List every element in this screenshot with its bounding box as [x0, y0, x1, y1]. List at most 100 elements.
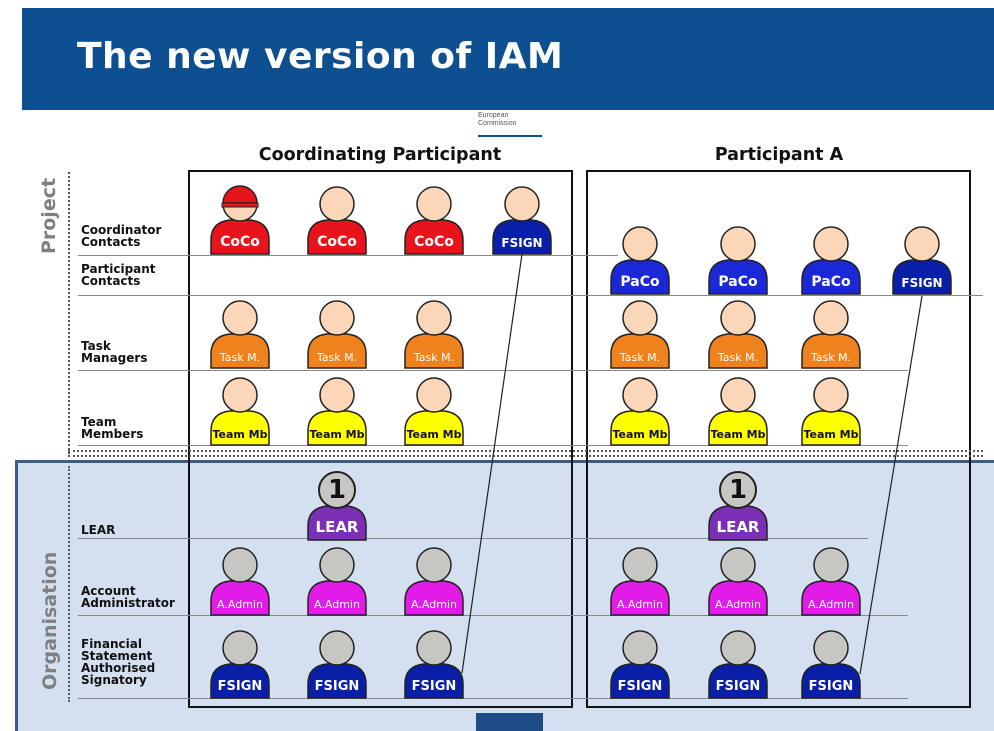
- person-glyph: [610, 377, 670, 446]
- logo-line-1: European: [478, 112, 509, 119]
- person-glyph: [307, 547, 367, 616]
- role-label: CoCo: [220, 234, 260, 250]
- coco-figure: CoCo: [402, 184, 466, 256]
- person-body: [708, 580, 768, 616]
- person-glyph: [801, 630, 861, 699]
- person-glyph: [404, 377, 464, 446]
- role-label: Team Mb: [309, 428, 365, 441]
- person-glyph: [307, 377, 367, 446]
- role-label: A.Admin: [411, 598, 457, 611]
- person-head: [319, 377, 355, 413]
- role-label: CoCo: [317, 234, 357, 250]
- organisation-divider: [68, 466, 70, 702]
- lear-figure: LEAR: [305, 470, 369, 542]
- person-glyph: [307, 186, 367, 255]
- person-glyph: [892, 226, 952, 295]
- person-head: [416, 186, 452, 222]
- person-body: [801, 580, 861, 616]
- role-label: FSIGN: [901, 276, 943, 290]
- task-manager-figure: Task M.: [706, 298, 770, 370]
- role-label: PaCo: [811, 274, 851, 290]
- person-body: [404, 219, 464, 255]
- logo-underline: [478, 135, 542, 137]
- person-glyph: [708, 300, 768, 369]
- role-label: A.Admin: [314, 598, 360, 611]
- coordinating-participant-box: [188, 170, 573, 708]
- fsign-figure: FSIGN: [706, 628, 770, 700]
- role-label: Team Mb: [612, 428, 668, 441]
- person-glyph: [210, 630, 270, 699]
- person-glyph: [307, 630, 367, 699]
- title-bar: The new version of IAM: [22, 8, 994, 110]
- person-head: [720, 300, 756, 336]
- logo-line-2: Commission: [478, 120, 517, 127]
- role-label: FSIGN: [314, 679, 360, 694]
- person-head: [222, 300, 258, 336]
- person-body: [801, 259, 861, 295]
- paco-figure: PaCo: [799, 224, 863, 296]
- row-line-team: [78, 445, 908, 446]
- role-label: Team Mb: [406, 428, 462, 441]
- person-body: [210, 663, 270, 699]
- person-glyph: [404, 630, 464, 699]
- person-body: [708, 333, 768, 369]
- role-label: FSIGN: [808, 679, 854, 694]
- person-body: [610, 410, 670, 446]
- person-body: [307, 663, 367, 699]
- person-body: [404, 410, 464, 446]
- row-label-participant-contacts: Participant Contacts: [81, 262, 156, 288]
- person-body: [210, 580, 270, 616]
- participant-a-box: [586, 170, 971, 708]
- fsign-figure: FSIGN: [608, 628, 672, 700]
- person-glyph: [210, 377, 270, 446]
- role-label: FSIGN: [217, 679, 263, 694]
- row-line-participant: [78, 295, 983, 296]
- person-glyph: [610, 300, 670, 369]
- person-glyph: [210, 300, 270, 369]
- person-body: [801, 410, 861, 446]
- role-label: FSIGN: [617, 679, 663, 694]
- person-glyph: [801, 377, 861, 446]
- role-label: Task M.: [717, 351, 759, 364]
- person-body: [708, 663, 768, 699]
- fsign-contact-figure: FSIGN: [490, 184, 554, 256]
- person-head: [319, 630, 355, 666]
- person-body: [801, 663, 861, 699]
- person-glyph: [404, 300, 464, 369]
- person-glyph: [708, 226, 768, 295]
- row-line-task: [78, 370, 908, 371]
- person-head: [813, 547, 849, 583]
- row-line-coordinator: [78, 255, 618, 256]
- person-body: [210, 219, 270, 255]
- person-head: [720, 630, 756, 666]
- fsign-contact-figure: FSIGN: [890, 224, 954, 296]
- row-label-lear: LEAR: [81, 523, 116, 537]
- person-head: [222, 377, 258, 413]
- person-glyph: [801, 547, 861, 616]
- section-divider-2: [68, 455, 983, 457]
- person-head: [622, 300, 658, 336]
- role-label: A.Admin: [217, 598, 263, 611]
- team-member-figure: Team Mb: [706, 375, 770, 447]
- role-label: LEAR: [315, 518, 359, 536]
- person-head: [416, 377, 452, 413]
- person-head: [416, 547, 452, 583]
- role-label: PaCo: [620, 274, 660, 290]
- person-glyph: [210, 185, 270, 255]
- task-manager-figure: Task M.: [608, 298, 672, 370]
- person-body: [210, 410, 270, 446]
- person-head: [720, 377, 756, 413]
- person-head: [622, 377, 658, 413]
- row-label-task-managers: Task Managers: [81, 339, 148, 365]
- fsign-figure: FSIGN: [402, 628, 466, 700]
- organisation-section-label: Organisation: [39, 551, 61, 690]
- person-head: [622, 226, 658, 262]
- person-body: [404, 663, 464, 699]
- role-label: CoCo: [414, 234, 454, 250]
- person-body: [492, 219, 552, 255]
- row-line-admin: [78, 615, 908, 616]
- person-glyph: [610, 226, 670, 295]
- european-commission-logo: European Commission: [478, 112, 544, 140]
- role-label: A.Admin: [715, 598, 761, 611]
- account-admin-figure: A.Admin: [305, 545, 369, 617]
